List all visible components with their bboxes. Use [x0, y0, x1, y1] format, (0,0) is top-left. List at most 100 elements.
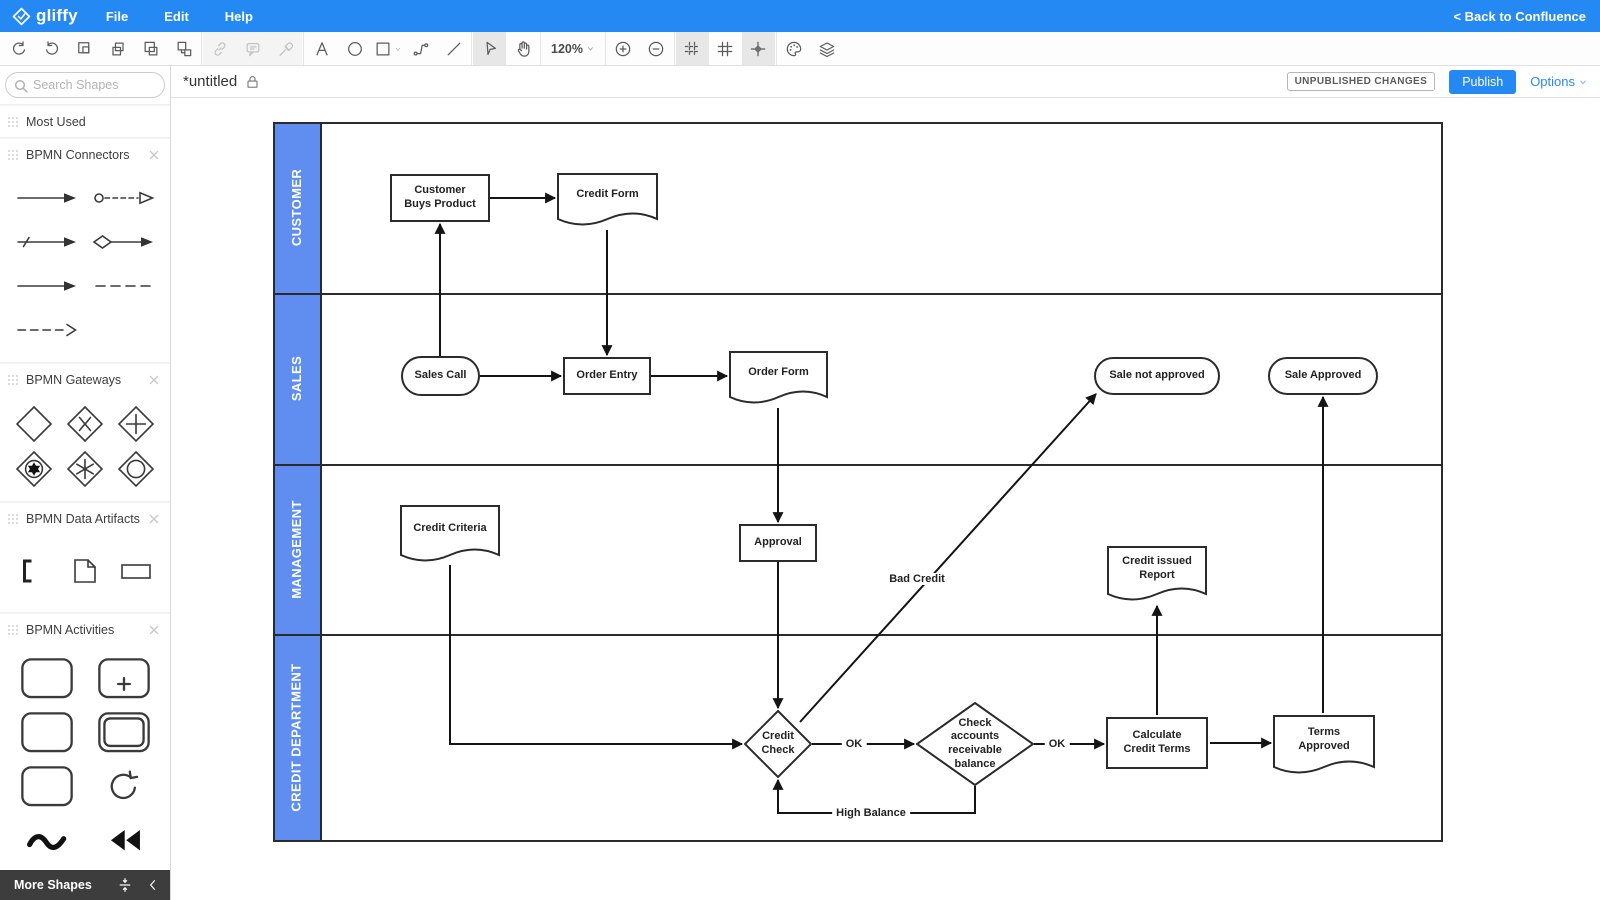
publish-button[interactable]: Publish	[1449, 69, 1517, 94]
line-tool-button[interactable]	[437, 32, 470, 65]
more-shapes-label: More Shapes	[14, 878, 92, 892]
shape-subprocess-plus[interactable]	[95, 651, 153, 705]
drag-handle-icon	[8, 513, 18, 524]
back-to-confluence-link[interactable]: < Back to Confluence	[1453, 8, 1586, 24]
shape-gateway-parallel-plus[interactable]	[116, 401, 156, 446]
connector-tool-button[interactable]	[404, 32, 437, 65]
undo-button[interactable]	[2, 32, 35, 65]
shape-dashed-line[interactable]	[92, 264, 156, 308]
pointer-tool-button[interactable]	[473, 32, 506, 65]
flow-creditcriteria-to-creditcheck[interactable]	[449, 565, 744, 750]
data-object-icon	[74, 559, 96, 583]
sale-approved-node[interactable]: Sale Approved	[1268, 357, 1378, 395]
duplicate-button[interactable]	[134, 32, 167, 65]
shape-slash-arrow[interactable]	[15, 220, 79, 264]
shape-gateway-exclusive-x[interactable]	[65, 401, 105, 446]
shape-gateway-blank[interactable]	[14, 401, 54, 446]
check-accounts-receivable-balance-node[interactable]: Check accounts receivable balance	[916, 702, 1034, 786]
credit-criteria-node[interactable]: Credit Criteria	[400, 505, 500, 565]
approval-node[interactable]: Approval	[739, 524, 817, 562]
section-header-bpmn-gateways[interactable]: BPMN Gateways	[0, 363, 170, 395]
sales-call-node[interactable]: Sales Call	[401, 356, 480, 396]
section-header-bpmn-data-artifacts[interactable]: BPMN Data Artifacts	[0, 502, 170, 534]
document-title[interactable]: *untitled	[183, 73, 238, 90]
show-grid-button[interactable]	[709, 32, 742, 65]
redo-button[interactable]	[35, 32, 68, 65]
guides-button[interactable]	[741, 32, 775, 65]
logo-text: gliffy	[36, 6, 78, 25]
menu-edit[interactable]: Edit	[164, 8, 189, 24]
duplicate-icon	[144, 41, 157, 55]
text-tool-button[interactable]	[305, 32, 338, 65]
order-entry-node[interactable]: Order Entry	[563, 357, 651, 395]
shape-annotation-bracket[interactable]	[18, 540, 50, 602]
rect-tool-button[interactable]	[371, 32, 404, 65]
shape-diamond-arrow[interactable]	[92, 220, 156, 264]
theme-palette-button[interactable]	[778, 32, 811, 65]
order-form-node[interactable]: Order Form	[729, 351, 828, 407]
shape-plain-rect[interactable]	[120, 540, 152, 602]
gateway-event-asterisk-icon	[66, 450, 104, 487]
group-button[interactable]	[68, 32, 101, 65]
flow-bad-credit[interactable]	[799, 393, 1097, 723]
shape-gateway-complex-star[interactable]	[14, 446, 54, 491]
section-header-bpmn-connectors[interactable]: BPMN Connectors	[0, 138, 170, 170]
shape-tilde-marker[interactable]	[18, 813, 76, 867]
credit-check-node[interactable]: Credit Check	[744, 710, 812, 778]
shape-data-object[interactable]	[69, 540, 101, 602]
diamond-arrow-icon	[92, 235, 153, 249]
comment-button[interactable]	[236, 32, 269, 65]
more-shapes-bar[interactable]: More Shapes	[0, 870, 170, 900]
terms-approved-node[interactable]: Terms Approved	[1273, 715, 1375, 777]
copy-button[interactable]	[101, 32, 134, 65]
shape-solid-arrow[interactable]	[15, 264, 79, 308]
hand-tool-button[interactable]	[506, 32, 539, 65]
ellipse-tool-button[interactable]	[338, 32, 371, 65]
collapse-panel-icon[interactable]	[116, 876, 134, 894]
connector-tool-icon	[413, 42, 428, 56]
credit-form-node[interactable]: Credit Form	[557, 173, 658, 229]
shape-task-double[interactable]	[95, 705, 153, 759]
link-button[interactable]	[203, 32, 236, 65]
sale-not-approved-node[interactable]: Sale not approved	[1094, 357, 1220, 395]
close-icon[interactable]	[148, 149, 160, 161]
shape-task-rounded[interactable]	[18, 759, 76, 813]
shape-dashed-open-arrow[interactable]	[15, 308, 79, 352]
shape-loop-marker[interactable]	[95, 759, 153, 813]
search-input[interactable]	[5, 72, 165, 98]
menu-help[interactable]: Help	[224, 8, 253, 24]
shape-solid-arrow[interactable]	[15, 176, 79, 220]
shape-gateway-event-asterisk[interactable]	[65, 446, 105, 491]
zoom-out-button[interactable]	[640, 32, 673, 65]
zoom-level-select[interactable]: 120%	[542, 32, 604, 65]
snap-to-grid-icon	[685, 41, 700, 56]
shape-gateway-circle[interactable]	[116, 446, 156, 491]
tilde-marker-icon	[26, 833, 66, 850]
chevron-left-icon[interactable]	[146, 877, 160, 893]
section-title: BPMN Activities	[26, 622, 115, 637]
close-icon[interactable]	[148, 374, 160, 386]
snap-to-grid-button[interactable]	[675, 32, 709, 65]
close-icon[interactable]	[148, 624, 160, 636]
credit-issued-report-node[interactable]: Credit issued Report	[1107, 546, 1207, 604]
task-rounded-icon	[20, 711, 73, 752]
shape-rewind-marker[interactable]	[95, 813, 153, 867]
lock-icon	[245, 74, 260, 90]
shape-task-rounded[interactable]	[18, 651, 76, 705]
section-header-bpmn-activities[interactable]: BPMN Activities	[0, 613, 170, 645]
options-menu[interactable]: Options	[1530, 74, 1588, 89]
close-icon[interactable]	[148, 513, 160, 525]
arrange-button[interactable]	[167, 32, 200, 65]
customer-buys-product-node[interactable]: Customer Buys Product	[390, 174, 490, 222]
shape-circle-dashed-open-arrow[interactable]	[92, 176, 156, 220]
layers-button[interactable]	[811, 32, 844, 65]
zoom-in-button[interactable]	[607, 32, 640, 65]
gateway-blank-icon	[15, 405, 52, 442]
eyedropper-button[interactable]	[269, 32, 302, 65]
options-label: Options	[1530, 74, 1575, 89]
menu-file[interactable]: File	[105, 8, 129, 24]
section-header-most-used[interactable]: Most Used	[0, 105, 170, 137]
shape-task-rounded[interactable]	[18, 705, 76, 759]
calculate-credit-terms-node[interactable]: Calculate Credit Terms	[1106, 717, 1208, 769]
